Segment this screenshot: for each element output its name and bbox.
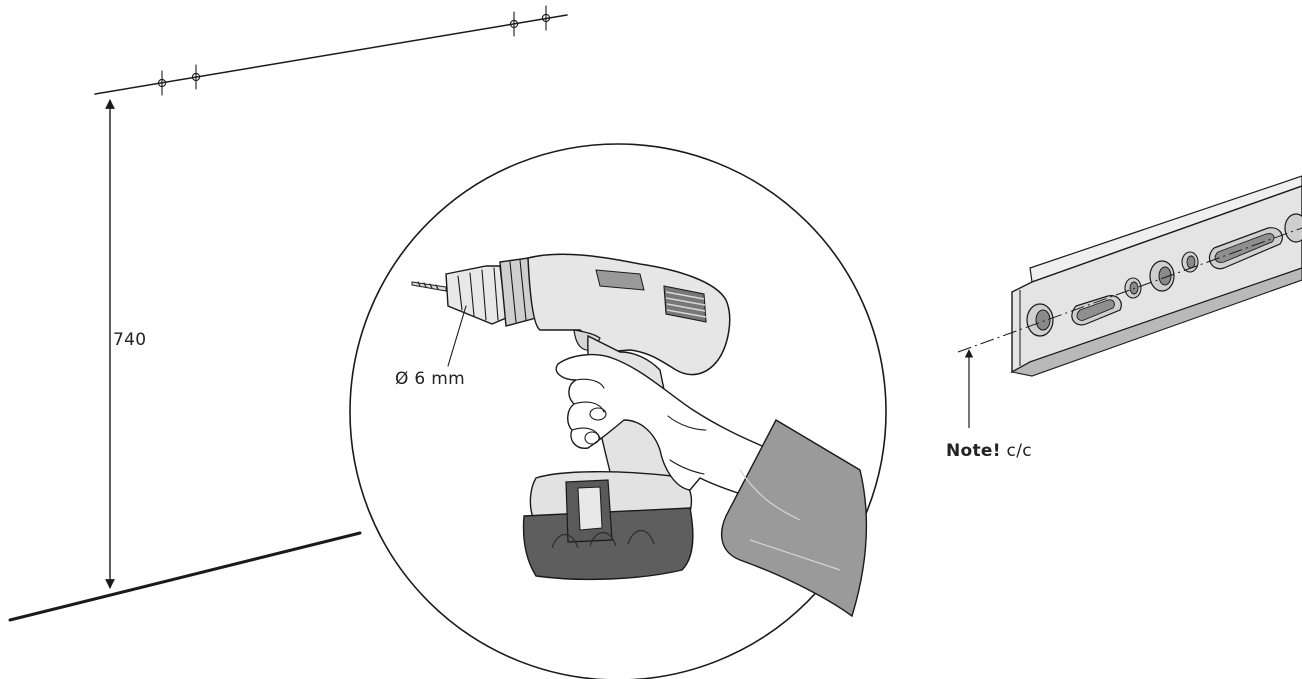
hand (555, 353, 777, 501)
floor-line (8, 531, 362, 622)
drill-mark (157, 70, 167, 96)
rail-hole-round (1284, 213, 1302, 243)
drill-mark (509, 11, 519, 37)
height-dimension-label: 740 (113, 330, 147, 350)
rail-hole-small (1124, 277, 1142, 299)
drill-mark (541, 5, 551, 31)
note-text: c/c (1006, 441, 1032, 461)
wall-top-line (94, 5, 568, 96)
rail-slot (1071, 295, 1122, 326)
rail-hole-small (1181, 251, 1199, 273)
note-bold-text: Note! (946, 441, 1001, 461)
drill-illustration (411, 253, 868, 618)
drill-mark (191, 64, 201, 90)
note-label: Note! c/c (946, 443, 1032, 460)
bit-leader-line (447, 305, 467, 367)
drill-vent (663, 285, 707, 323)
drill-battery (522, 471, 694, 581)
rail-hole-round (1149, 260, 1175, 292)
rail-hole-round (1026, 303, 1054, 337)
drill-bit (411, 281, 447, 292)
mounting-rail (957, 175, 1302, 377)
drill-bit-size-label: Ø 6 mm (395, 369, 465, 389)
center-line (957, 227, 1302, 353)
